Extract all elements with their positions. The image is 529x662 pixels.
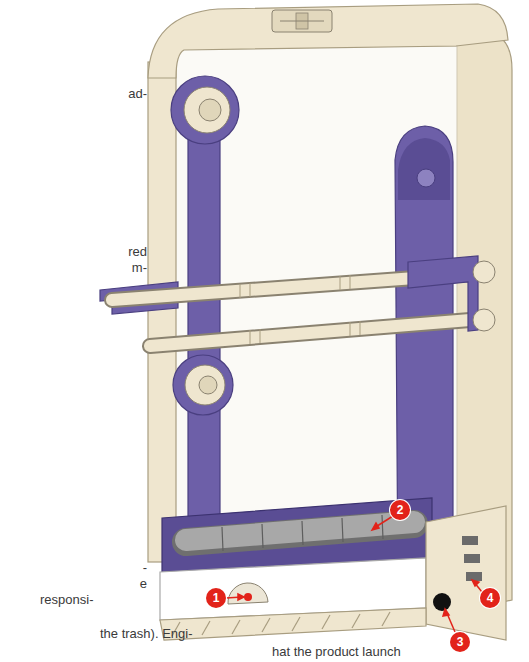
base-ridges [172, 612, 390, 636]
callout-number: 1 [206, 588, 226, 608]
hub [171, 76, 239, 144]
hub [184, 87, 230, 133]
rod [150, 320, 470, 346]
text-fragment: hat the product launch [272, 644, 401, 659]
rod [150, 320, 470, 346]
callout-number: 4 [480, 588, 500, 608]
roller-segments [222, 515, 383, 551]
hub [199, 99, 221, 121]
hub [199, 376, 217, 394]
side-wall [148, 62, 176, 562]
text-fragment: e [140, 576, 147, 591]
housing-top [148, 4, 508, 78]
hub [173, 355, 233, 415]
callout-number: 2 [390, 500, 410, 520]
text-fragment: the trash). Engi- [100, 626, 193, 641]
rod-cap [473, 309, 495, 331]
hub [417, 169, 435, 187]
hub [185, 365, 225, 405]
latch [272, 10, 332, 32]
base [160, 608, 426, 640]
callout-number: 3 [450, 632, 470, 652]
button [433, 593, 451, 611]
text-fragment: - [143, 560, 147, 575]
rod-cap [473, 261, 495, 283]
text-fragment: m- [132, 260, 147, 275]
roll-holder-plate [398, 138, 450, 200]
text-fragment: ad- [128, 86, 147, 101]
roll-holder-arm [188, 110, 220, 530]
rod-grooves [240, 275, 360, 344]
text-fragment: responsi- [40, 592, 93, 607]
leader-lines [226, 516, 482, 632]
slot [464, 554, 480, 563]
latch [280, 21, 324, 22]
bracket [408, 256, 478, 331]
slot [466, 572, 482, 581]
slot [462, 536, 478, 545]
control-module [426, 506, 506, 640]
text-fragment: red [128, 244, 147, 259]
window [228, 583, 268, 604]
